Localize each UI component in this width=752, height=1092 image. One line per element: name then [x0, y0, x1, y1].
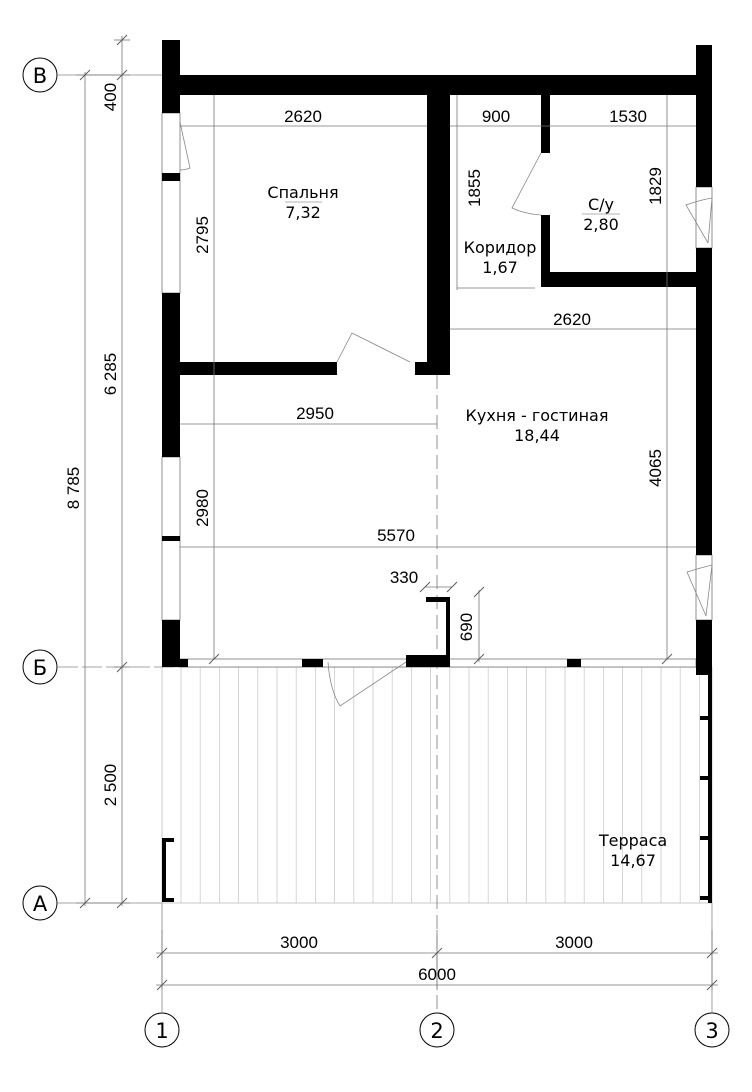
axis-label-2: 2 — [430, 1019, 443, 1043]
room-area-corridor: 1,67 — [482, 258, 518, 277]
dim-6285: 6 285 — [101, 353, 120, 396]
dim-kitchen-upper: 2620 — [553, 310, 591, 329]
dimension-ticks — [79, 34, 718, 991]
room-area-terrace: 14,67 — [610, 851, 656, 870]
dim-bedroom-width: 2620 — [284, 107, 322, 126]
dim-8785: 8 785 — [64, 467, 83, 510]
axis-label-1: 1 — [155, 1019, 168, 1043]
axis-label-a: А — [33, 892, 48, 916]
dim-2500: 2 500 — [101, 764, 120, 807]
terrace-decking — [180, 667, 700, 903]
axis-label-b: Б — [33, 656, 47, 680]
room-area-bedroom: 7,32 — [285, 203, 321, 222]
dimension-labels: 8 785 400 6 285 2 500 2620 900 1530 2795… — [64, 83, 665, 984]
axis-bubbles: В Б А 1 2 3 — [22, 57, 730, 1048]
dim-niche-depth: 690 — [457, 613, 476, 641]
dim-bay-1: 3000 — [280, 933, 318, 952]
doors — [179, 121, 713, 707]
window-right — [695, 186, 713, 249]
room-name-terrace: Терраса — [598, 831, 667, 850]
axis-label-3: 3 — [705, 1019, 718, 1043]
dim-corridor-depth: 1855 — [465, 169, 484, 207]
interior-dimension-lines — [180, 95, 696, 662]
dim-bath-depth: 1829 — [646, 167, 665, 205]
room-name-bedroom: Спальня — [267, 183, 338, 202]
room-labels: Спальня 7,32 С/у 2,80 Коридор 1,67 Кухня… — [267, 183, 667, 870]
dim-corridor-width: 900 — [482, 107, 510, 126]
room-area-bathroom: 2,80 — [583, 215, 619, 234]
room-name-corridor: Коридор — [464, 238, 537, 257]
dim-400: 400 — [101, 83, 120, 111]
dim-kitchen-depth-right: 4065 — [646, 449, 665, 487]
dim-bedroom-depth: 2795 — [193, 216, 212, 254]
walls — [162, 40, 712, 903]
dim-kitchen-depth-left: 2980 — [193, 489, 212, 527]
dim-kitchen-left: 2950 — [296, 404, 334, 423]
dim-bath-width: 1530 — [609, 107, 647, 126]
room-name-bathroom: С/у — [588, 195, 614, 214]
dim-bay-2: 3000 — [555, 933, 593, 952]
window-left-1 — [161, 112, 181, 294]
axis-label-v: В — [33, 64, 47, 88]
dim-overall-horizontal: 6000 — [418, 965, 456, 984]
dim-niche-width: 330 — [390, 568, 418, 587]
room-name-kitchen: Кухня - гостиная — [466, 406, 609, 425]
room-area-kitchen: 18,44 — [514, 426, 560, 445]
dim-kitchen-full: 5570 — [377, 526, 415, 545]
